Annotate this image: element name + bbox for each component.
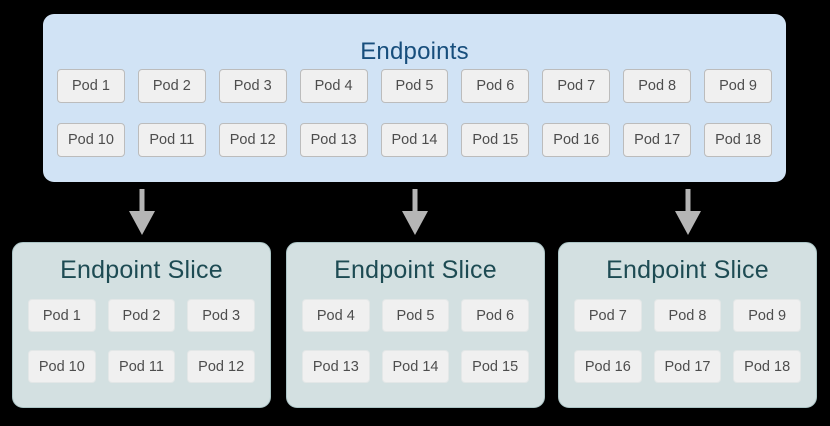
pod-box: Pod 9	[704, 69, 772, 103]
pod-box: Pod 4	[299, 69, 368, 103]
endpoint-slice-title: Endpoint Slice	[334, 256, 497, 284]
pod-box: Pod 5	[381, 299, 450, 332]
down-arrow-icon	[402, 189, 428, 235]
pod-box: Pod 14	[381, 350, 450, 383]
pod-box: Pod 6	[461, 69, 530, 103]
pod-box: Pod 10	[28, 350, 96, 383]
pod-box: Pod 16	[574, 350, 642, 383]
pod-box: Pod 2	[137, 69, 206, 103]
endpoints-pod-grid: Pod 1 Pod 2 Pod 3 Pod 4 Pod 5 Pod 6 Pod 7 Pod 8…	[57, 69, 772, 157]
pod-box: Pod 16	[542, 123, 611, 157]
pod-box: Pod 15	[461, 123, 530, 157]
pod-box: Pod 8	[653, 299, 722, 332]
pod-box: Pod 6	[461, 299, 529, 332]
pod-box: Pod 1	[28, 299, 96, 332]
pod-box: Pod 1	[57, 69, 125, 103]
pod-box: Pod 9	[733, 299, 801, 332]
pod-box: Pod 13	[302, 350, 370, 383]
pod-box: Pod 12	[218, 123, 287, 157]
pod-box: Pod 3	[218, 69, 287, 103]
pod-box: Pod 12	[187, 350, 255, 383]
pod-box: Pod 10	[57, 123, 125, 157]
endpoint-slice-pod-grid: Pod 4 Pod 5 Pod 6 Pod 13 Pod 14 Pod 15	[302, 299, 529, 383]
endpoint-slice-pod-grid: Pod 7 Pod 8 Pod 9 Pod 16 Pod 17 Pod 18	[574, 299, 801, 383]
endpoints-title: Endpoints	[360, 38, 469, 65]
pod-box: Pod 7	[574, 299, 642, 332]
down-arrow-icon	[129, 189, 155, 235]
pod-box: Pod 5	[380, 69, 449, 103]
pod-box: Pod 18	[733, 350, 801, 383]
endpoint-slice-title: Endpoint Slice	[606, 256, 769, 284]
pod-box: Pod 3	[187, 299, 255, 332]
pod-box: Pod 17	[623, 123, 692, 157]
pod-box: Pod 14	[380, 123, 449, 157]
pod-box: Pod 7	[542, 69, 611, 103]
pod-box: Pod 15	[461, 350, 529, 383]
pod-box: Pod 4	[302, 299, 370, 332]
endpoint-slice-title: Endpoint Slice	[60, 256, 223, 284]
pod-box: Pod 11	[137, 123, 206, 157]
pod-box: Pod 2	[107, 299, 176, 332]
endpoints-box: Endpoints Pod 1 Pod 2 Pod 3 Pod 4 Pod 5 Pod 6…	[43, 14, 786, 182]
pod-box: Pod 13	[299, 123, 368, 157]
endpoint-slice-pod-grid: Pod 1 Pod 2 Pod 3 Pod 10 Pod 11 Pod 12	[28, 299, 255, 383]
pod-box: Pod 8	[623, 69, 692, 103]
pod-box: Pod 11	[107, 350, 176, 383]
pod-box: Pod 17	[653, 350, 722, 383]
pod-box: Pod 18	[704, 123, 772, 157]
down-arrow-icon	[675, 189, 701, 235]
